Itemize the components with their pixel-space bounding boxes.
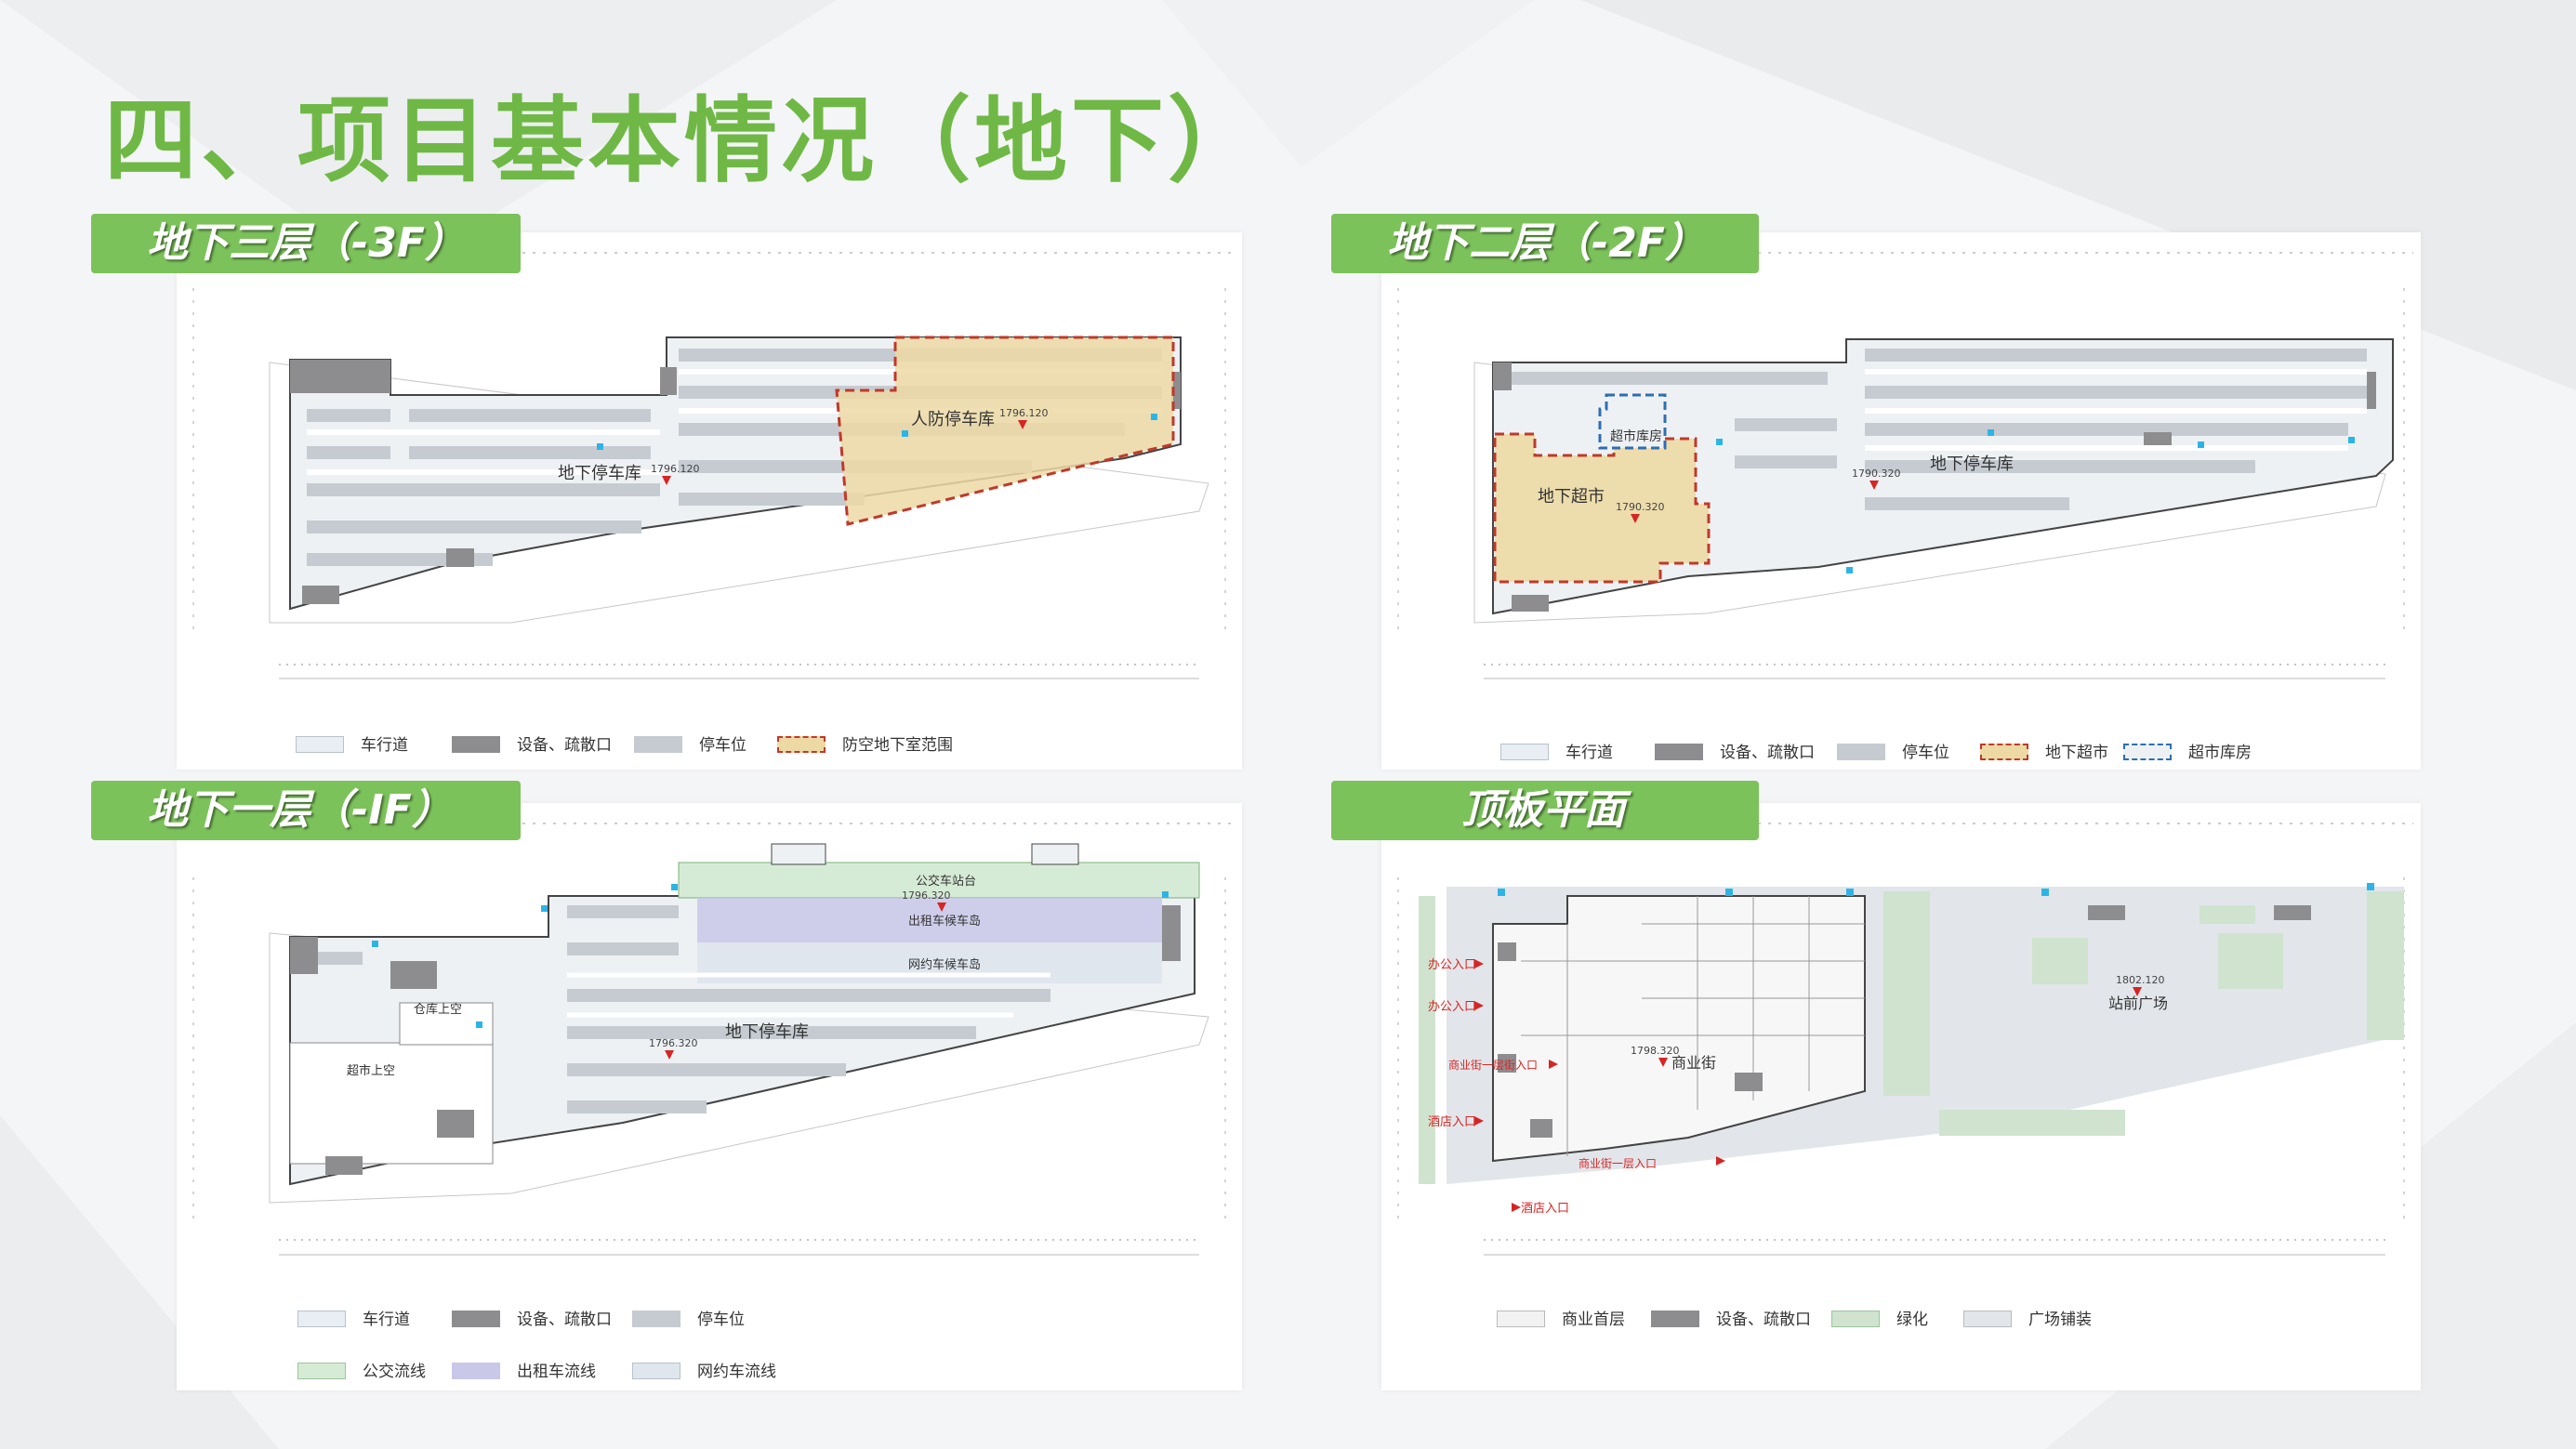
b3-civil-parking-label: 人防停车库 [911, 410, 995, 429]
b1-parking-label: 地下停车库 [725, 1022, 809, 1042]
tag-roof: 顶板平面 [1331, 781, 1759, 840]
swatch-road [297, 1311, 346, 1327]
swatch-supermarket [1980, 744, 2028, 760]
swatch-parking [632, 1311, 680, 1327]
roof-office-entry-1: 办公入口 [1428, 958, 1476, 972]
roof-plaza-label: 站前广场 [2108, 995, 2168, 1012]
tag-b1: 地下一层（-IF） [91, 781, 521, 840]
swatch-storage [2123, 744, 2172, 760]
b1-elev-a: 1796.320 [902, 889, 951, 902]
roof-office-entry-2: 办公入口 [1428, 1000, 1476, 1014]
swatch-equipment [1655, 744, 1703, 760]
swatch-taxi [452, 1363, 500, 1379]
tag-b3: 地下三层（-3F） [91, 214, 521, 273]
roof-street-label: 商业街 [1671, 1054, 1716, 1072]
b2-storage-range [1598, 393, 1667, 450]
roof-street-entry-b: 商业街一层入口 [1579, 1156, 1657, 1170]
b3-elev-a: 1796.120 [651, 463, 700, 475]
b2-elev-b: 1790.320 [1852, 468, 1901, 480]
swatch-commercial [1497, 1311, 1545, 1327]
legend-row: 车行道 设备、疏散口 停车位 防空地下室范围 [177, 734, 1242, 757]
swatch-road [296, 736, 344, 753]
page-title: 四、项目基本情况（地下） [104, 86, 1264, 195]
b1-taxi-island [697, 898, 1162, 942]
b1-ride-label: 网约车候车岛 [908, 957, 981, 972]
panel-b1: 公交车站台 出租车候车岛 网约车候车岛 地下停车库 仓库上空 超市上空 1796… [177, 803, 1242, 1390]
swatch-greenery [1831, 1311, 1880, 1327]
b1-warehouse-void-label: 仓库上空 [414, 1002, 462, 1017]
b2-storage-label: 超市库房 [1610, 428, 1662, 444]
panel-b3: 地下停车库 人防停车库 1796.120 1796.120 车行道 设备、疏散口… [177, 232, 1242, 770]
b1-bus-label: 公交车站台 [916, 874, 976, 889]
swatch-parking [634, 736, 682, 753]
b2-parking-label: 地下停车库 [1930, 454, 2014, 474]
legend-row: 车行道 设备、疏散口 停车位 地下超市 超市库房 [1381, 742, 2421, 764]
b3-parking-label: 地下停车库 [558, 464, 641, 483]
swatch-plaza [1963, 1311, 2012, 1327]
roof-elev-b: 1802.120 [2116, 974, 2165, 986]
b3-elev-b: 1796.120 [999, 407, 1049, 419]
roof-elev-a: 1798.320 [1631, 1045, 1680, 1057]
b3-civil-defense-range [835, 336, 1175, 526]
b2-supermarket-label: 地下超市 [1538, 487, 1605, 507]
swatch-ride [632, 1363, 680, 1379]
legend-row-2: 公交流线 出租车流线 网约车流线 [177, 1361, 1242, 1383]
legend-row-1: 车行道 设备、疏散口 停车位 [177, 1309, 1242, 1331]
plan-b2: 地下停车库 地下超市 超市库房 1790.320 1790.320 [1397, 252, 2413, 679]
swatch-road [1500, 744, 1549, 760]
roof-hotel-entry-1: 酒店入口 [1428, 1115, 1476, 1129]
plan-b1: 公交车站台 出租车候车岛 网约车候车岛 地下停车库 仓库上空 超市上空 1796… [192, 823, 1236, 1256]
b1-elev-b: 1796.320 [649, 1037, 698, 1049]
b2-outline [1492, 338, 2394, 615]
swatch-equipment [452, 736, 500, 753]
tag-b2: 地下二层（-2F） [1331, 214, 1759, 273]
swatch-equipment [1651, 1311, 1699, 1327]
plan-roof: 办公入口 办公入口 商业街一层街入口 酒店入口 商业街一层入口 酒店入口 商业街… [1397, 823, 2413, 1256]
roof-street-entry-a: 商业街一层街入口 [1448, 1058, 1538, 1072]
swatch-bus [297, 1363, 346, 1379]
plan-b3: 地下停车库 人防停车库 1796.120 1796.120 [192, 252, 1236, 679]
roof-commercial [1492, 895, 1866, 1163]
roof-hotel-entry-2: 酒店入口 [1521, 1202, 1569, 1216]
swatch-equipment [452, 1311, 500, 1327]
swatch-civil-defense [777, 736, 826, 753]
legend-row: 商业首层 设备、疏散口 绿化 广场铺装 [1381, 1309, 2421, 1331]
panel-roof: 办公入口 办公入口 商业街一层街入口 酒店入口 商业街一层入口 酒店入口 商业街… [1381, 803, 2421, 1390]
panel-b2: 地下停车库 地下超市 超市库房 1790.320 1790.320 车行道 设备… [1381, 232, 2421, 770]
b2-elev-a: 1790.320 [1616, 501, 1665, 513]
b1-supermarket-void-label: 超市上空 [347, 1063, 395, 1078]
b2-supermarket-range [1493, 432, 1711, 584]
b1-supermarket-void [289, 1042, 494, 1165]
swatch-parking [1837, 744, 1885, 760]
b1-taxi-label: 出租车候车岛 [908, 914, 981, 929]
b1-bus-platform [678, 862, 1200, 899]
